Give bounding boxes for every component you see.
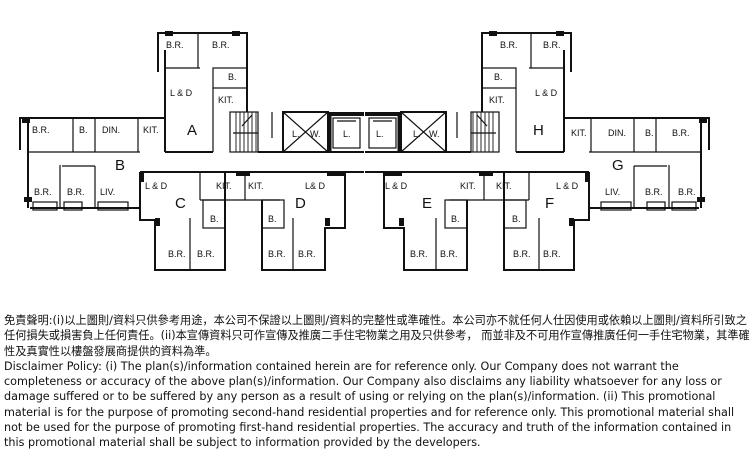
room-label: L& D bbox=[305, 181, 326, 191]
room-label: B.R. bbox=[197, 249, 215, 259]
room-label: B. bbox=[645, 128, 654, 138]
room-label: W. bbox=[310, 129, 321, 139]
room-label: B.R. bbox=[678, 187, 696, 197]
room-label: B.R. bbox=[32, 125, 50, 135]
disclaimer-chinese: 免責聲明:(i)以上圖則/資料只供參考用途，本公司不保證以上圖則/資料的完整性或… bbox=[4, 314, 750, 358]
room-label: B.R. bbox=[543, 40, 561, 50]
room-label: DIN. bbox=[608, 128, 626, 138]
disclaimer-english: Disclaimer Policy: (i) The plan(s)/infor… bbox=[4, 359, 735, 450]
room-label: KIT. bbox=[216, 181, 232, 191]
room-label: B.R. bbox=[34, 187, 52, 197]
room-label: B.R. bbox=[298, 249, 316, 259]
room-label: KIT. bbox=[218, 95, 234, 105]
room-label: B. bbox=[79, 125, 88, 135]
room-label: B. bbox=[268, 214, 277, 224]
room-label: B.R. bbox=[410, 249, 428, 259]
room-label: B.R. bbox=[168, 249, 186, 259]
room-label: KIT. bbox=[460, 181, 476, 191]
unit-label-b: B bbox=[115, 157, 125, 174]
room-label: L & D bbox=[170, 88, 193, 98]
unit-label-h: H bbox=[533, 122, 544, 139]
unit-label-e: E bbox=[422, 195, 432, 212]
unit-label-g: G bbox=[612, 157, 624, 174]
room-label: LIV. bbox=[100, 187, 115, 197]
room-label: B. bbox=[512, 214, 521, 224]
room-label: L & D bbox=[556, 181, 579, 191]
room-label: B. bbox=[210, 214, 219, 224]
room-label: KIT. bbox=[571, 128, 587, 138]
room-label: B.R. bbox=[440, 249, 458, 259]
unit-label-a: A bbox=[187, 122, 197, 139]
room-label: B. bbox=[451, 214, 460, 224]
room-label: B.R. bbox=[513, 249, 531, 259]
room-label: B.R. bbox=[268, 249, 286, 259]
room-label: L. bbox=[376, 129, 384, 139]
room-label: B.R. bbox=[67, 187, 85, 197]
unit-label-d: D bbox=[295, 195, 306, 212]
room-label: L. bbox=[413, 129, 421, 139]
room-label: B. bbox=[494, 72, 503, 82]
room-label: L & D bbox=[145, 181, 168, 191]
unit-label-c: C bbox=[175, 195, 186, 212]
room-label: LIV. bbox=[605, 187, 620, 197]
room-label: DIN. bbox=[102, 125, 120, 135]
room-label: KIT. bbox=[489, 95, 505, 105]
room-label: KIT. bbox=[496, 181, 512, 191]
room-label: L & D bbox=[535, 88, 558, 98]
room-label: B.R. bbox=[543, 249, 561, 259]
room-label: KIT. bbox=[248, 181, 264, 191]
room-label: KIT. bbox=[143, 125, 159, 135]
room-label: L. bbox=[292, 129, 300, 139]
room-label: L & D bbox=[385, 181, 408, 191]
room-label: L. bbox=[343, 129, 351, 139]
room-label: B. bbox=[228, 72, 237, 82]
unit-label-f: F bbox=[545, 195, 554, 212]
room-label: W. bbox=[429, 129, 440, 139]
room-label: B.R. bbox=[645, 187, 663, 197]
disclaimer: 免責聲明:(i)以上圖則/資料只供參考用途，本公司不保證以上圖則/資料的完整性或… bbox=[4, 313, 752, 451]
room-label: B.R. bbox=[212, 40, 230, 50]
room-label: B.R. bbox=[500, 40, 518, 50]
room-label: B.R. bbox=[672, 128, 690, 138]
floor-plan: A B C D E F G H B.R. B.R. B. L & D KIT. … bbox=[18, 29, 711, 272]
room-label: B.R. bbox=[166, 40, 184, 50]
